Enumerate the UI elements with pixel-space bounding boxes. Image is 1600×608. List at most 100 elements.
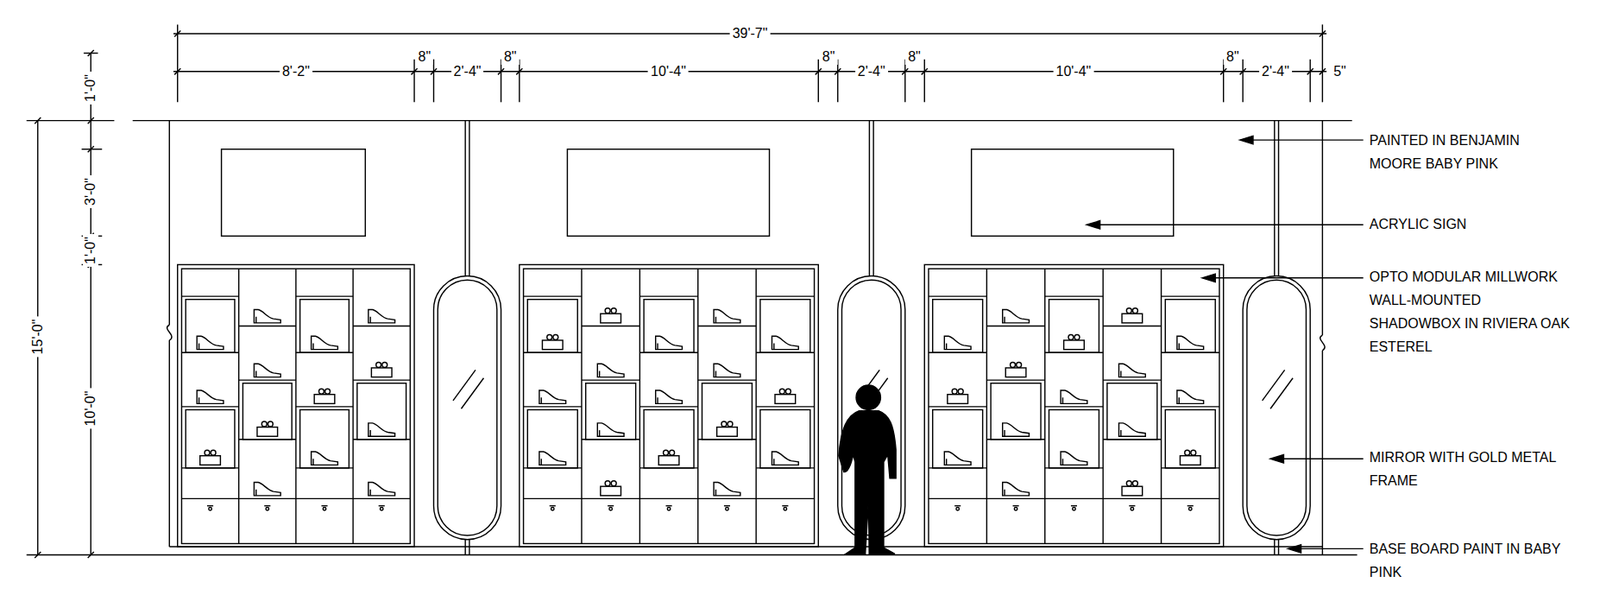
drawer-knob xyxy=(783,506,788,511)
shelf-divider xyxy=(352,268,353,543)
shadowbox-cubby xyxy=(1165,299,1216,353)
dimension-tick xyxy=(1319,68,1326,75)
gift-bow xyxy=(611,480,617,486)
person-head xyxy=(856,384,881,410)
shelf xyxy=(986,378,1045,380)
shoe-icon xyxy=(597,363,624,377)
mirror-rod xyxy=(464,120,466,277)
shoe-icon xyxy=(1060,390,1088,404)
shelf-divider xyxy=(986,268,988,543)
shoe-icon xyxy=(368,309,396,323)
mirror-frame xyxy=(1242,275,1311,539)
ceiling-line xyxy=(132,119,1353,121)
drawer-pull xyxy=(549,504,556,506)
note-text: BASE BOARD PAINT IN BABY PINK xyxy=(1369,536,1573,584)
shoe-heel xyxy=(715,489,717,496)
gift-bow xyxy=(210,449,216,455)
shoe-icon xyxy=(1002,422,1030,436)
leader-line xyxy=(1212,277,1364,278)
extension-line xyxy=(176,24,178,102)
drawer-knob xyxy=(725,506,730,511)
shoe-icon xyxy=(1060,451,1088,465)
gift-bow xyxy=(669,449,675,455)
shelf xyxy=(1045,295,1103,297)
shelf xyxy=(639,295,698,297)
gift-bow xyxy=(1184,449,1191,455)
shelf-divider xyxy=(238,268,240,543)
shoe-heel xyxy=(1062,396,1064,404)
gift-bow xyxy=(204,449,210,455)
dimension-text: 8'-2" xyxy=(279,63,313,80)
extension-line xyxy=(818,59,819,103)
acrylic-sign xyxy=(971,149,1174,237)
gift-box-icon xyxy=(1121,485,1143,496)
shelf-divider xyxy=(580,268,582,543)
leader-arrowhead xyxy=(1287,544,1301,553)
drawer-knob xyxy=(667,506,671,511)
gift-bow xyxy=(604,480,611,486)
shoe-icon xyxy=(655,390,683,404)
shadowbox-cubby xyxy=(1107,383,1158,440)
dimension-tick xyxy=(411,68,418,75)
shadowbox-frame xyxy=(177,264,415,547)
gift-bow xyxy=(1190,449,1197,455)
leader-line xyxy=(1249,138,1363,140)
extension-line xyxy=(837,59,838,103)
wall-edge xyxy=(169,120,171,326)
gift-bow xyxy=(1126,480,1132,486)
leader-arrowhead xyxy=(1202,273,1216,282)
shoe-icon xyxy=(253,481,281,495)
shelf xyxy=(523,295,582,297)
gift-bow xyxy=(325,388,331,394)
shoe-heel xyxy=(1178,396,1180,404)
gift-box-icon xyxy=(717,427,738,437)
extension-line xyxy=(924,59,926,103)
shoe-heel xyxy=(198,396,200,404)
shelf xyxy=(639,405,698,407)
shoe-icon xyxy=(771,335,799,349)
shoe-icon xyxy=(713,309,741,323)
dimension-tick xyxy=(88,551,95,558)
extension-line xyxy=(1322,24,1323,102)
drawer-knob xyxy=(609,506,613,511)
dimension-text: 3'-0" xyxy=(82,175,99,208)
shelf xyxy=(755,405,814,407)
shoe-icon xyxy=(196,390,224,404)
dimension-tick xyxy=(921,68,928,75)
gift-box-icon xyxy=(774,394,796,404)
drawer-pull xyxy=(264,504,271,506)
dimension-text: 5" xyxy=(1330,63,1349,80)
shadowbox-inner xyxy=(523,268,815,543)
dimension-tick xyxy=(34,551,41,558)
dimension-line xyxy=(173,70,1327,72)
shadowbox-cubby xyxy=(1049,299,1100,353)
shoe-icon xyxy=(1177,390,1204,404)
shelf xyxy=(296,497,353,499)
shelf xyxy=(181,295,239,297)
wall-edge xyxy=(1322,350,1323,555)
shoe-heel xyxy=(1003,489,1005,496)
leader-arrowhead xyxy=(1240,135,1254,144)
gift-bow xyxy=(1132,480,1138,486)
shadowbox-cubby xyxy=(932,299,983,353)
gift-box-icon xyxy=(600,485,622,496)
shadowbox-cubby xyxy=(585,383,637,440)
gift-box-icon xyxy=(600,313,622,323)
mirror-glass xyxy=(1247,279,1307,536)
shoe-heel xyxy=(312,458,314,465)
gift-bow xyxy=(779,388,785,394)
shadowbox-inner xyxy=(181,268,410,543)
shoe-heel xyxy=(715,370,717,377)
dimension-tick xyxy=(1220,68,1227,75)
shoe-heel xyxy=(945,458,947,465)
gift-bow xyxy=(951,388,958,394)
dimension-tick xyxy=(815,68,822,75)
dimension-tick xyxy=(516,68,523,75)
shelf xyxy=(1102,497,1161,499)
mirror-rod xyxy=(1278,120,1279,277)
shoe-icon xyxy=(311,451,339,465)
dimension-text: 8" xyxy=(819,49,838,65)
shelf xyxy=(928,497,987,499)
shoe-heel xyxy=(1003,429,1005,436)
shelf xyxy=(639,497,698,499)
